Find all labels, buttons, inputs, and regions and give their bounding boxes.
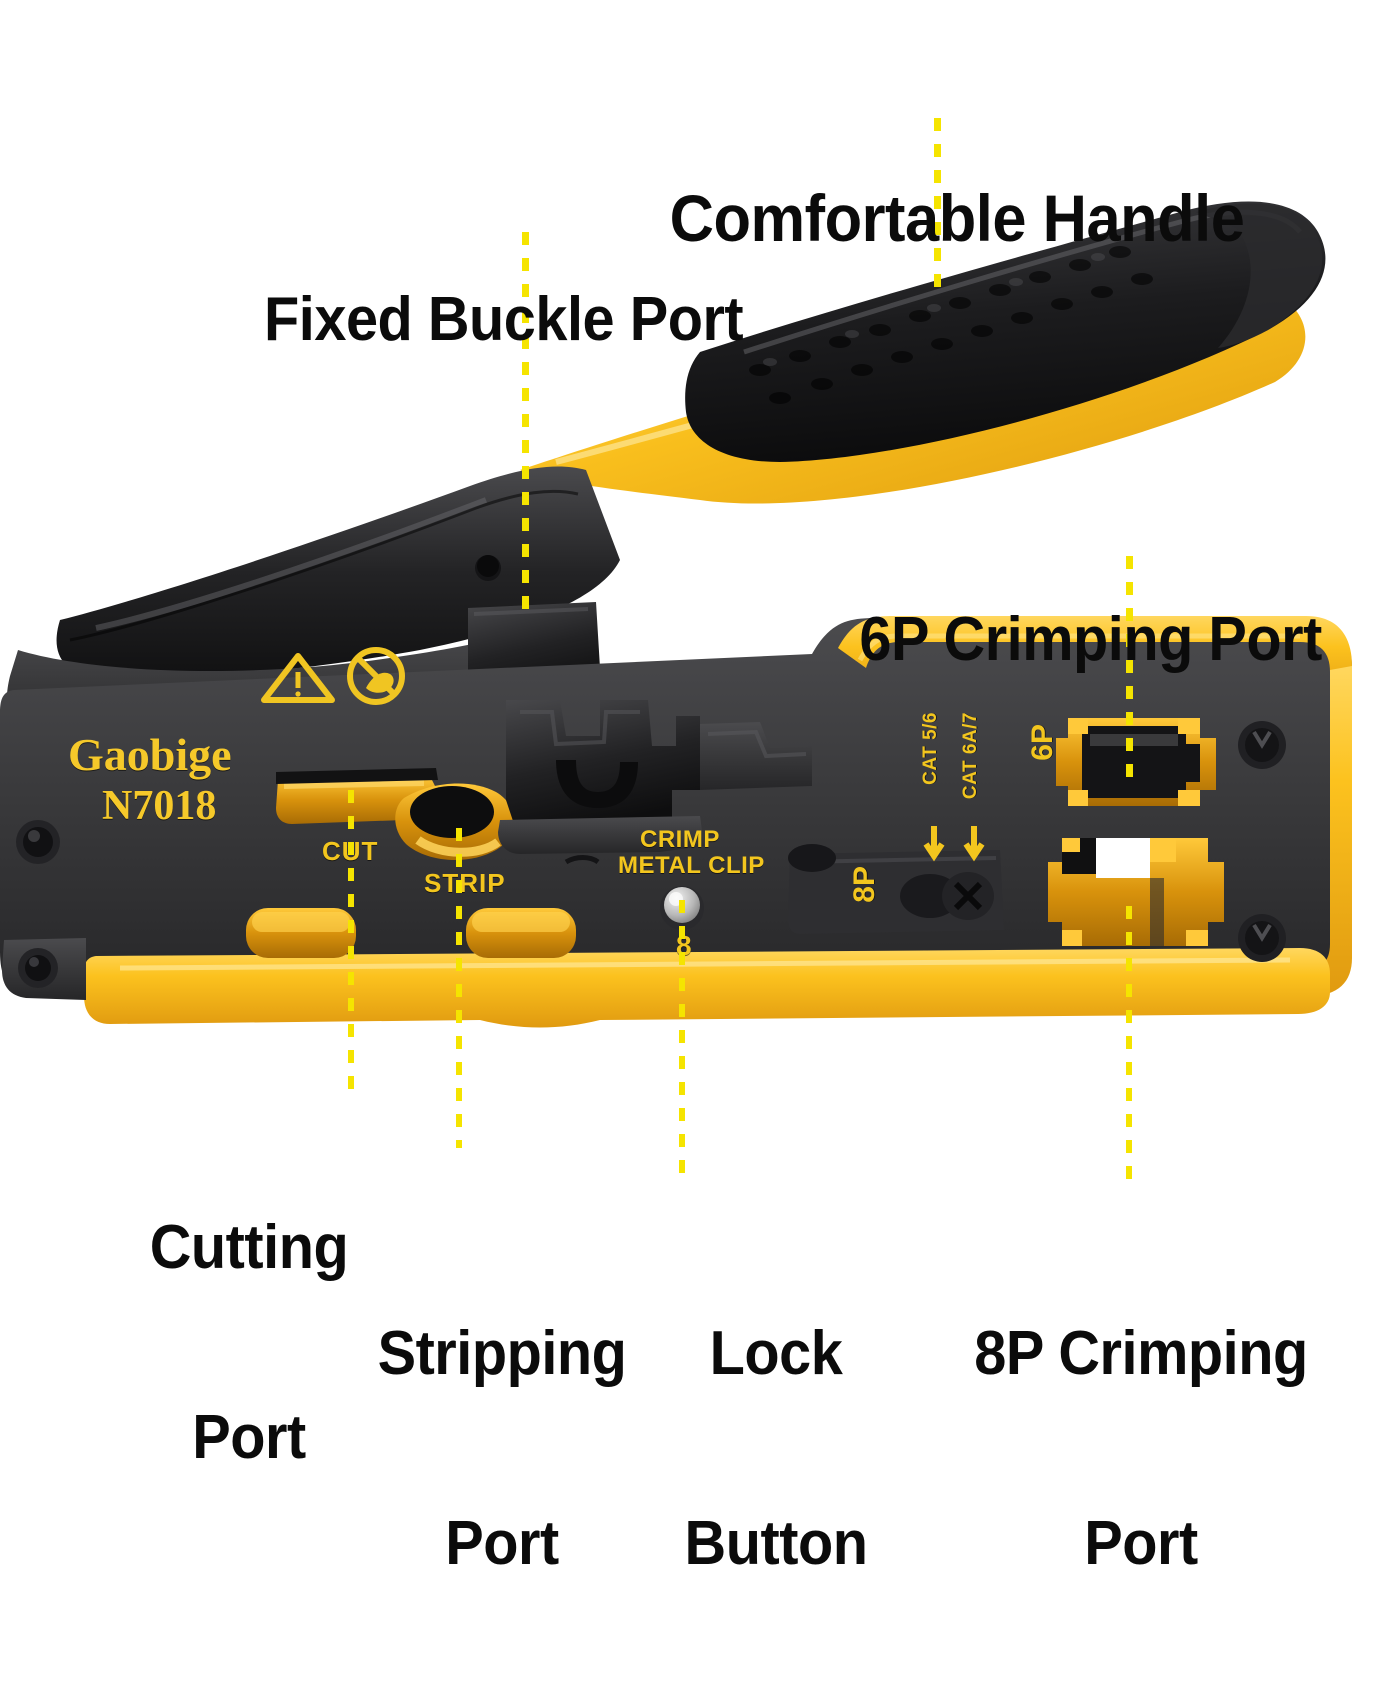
- crimp-stamp-line2: METAL CLIP: [618, 852, 765, 879]
- port-8p-stamp: 8P: [848, 866, 881, 903]
- callout-8p-crimping-port-line1: 8P Crimping: [974, 1319, 1308, 1389]
- leader-8p-crimping-port: [1126, 906, 1132, 1184]
- callout-fixed-buckle-port-line1: Fixed Buckle Port: [264, 285, 744, 355]
- leader-fixed-buckle-port: [522, 232, 529, 622]
- callout-cutting-port-line1: Cutting: [149, 1213, 349, 1283]
- callout-stripping-port-line1: Stripping: [377, 1319, 627, 1389]
- callout-stripping-port: Stripping Port: [363, 1196, 642, 1702]
- callout-stripping-port-line2: Port: [445, 1509, 559, 1579]
- diagram-canvas: Gaobige N7018 CUT STRIP CRIMP METAL CLIP…: [0, 50, 1352, 1576]
- callout-6p-crimping-port-line1: 6P Crimping Port: [859, 605, 1322, 675]
- leader-lock-button: [679, 900, 685, 1180]
- callout-comfortable-handle: Comfortable Handle: [670, 50, 1245, 387]
- callout-cutting-port-line2: Port: [192, 1403, 306, 1473]
- callout-6p-crimping-port: 6P Crimping Port: [859, 482, 1322, 798]
- callout-lock-button-line1: Lock: [709, 1319, 843, 1389]
- callout-8p-crimping-port-line2: Port: [1084, 1509, 1198, 1579]
- callout-lock-button: Lock Button: [676, 1196, 877, 1702]
- callout-comfortable-handle-line1: Comfortable Handle: [669, 180, 1245, 255]
- callout-8p-crimping-port: 8P Crimping Port: [960, 1196, 1323, 1702]
- brand-stamp: Gaobige: [68, 729, 232, 780]
- crimping-tool-illustration: [0, 201, 1352, 1028]
- leader-cutting-port: [348, 790, 354, 1090]
- model-stamp: N7018: [102, 783, 217, 829]
- callout-lock-button-line2: Button: [684, 1509, 868, 1579]
- tool-vector-art: [0, 201, 1352, 1028]
- callout-fixed-buckle-port: Fixed Buckle Port: [264, 162, 744, 478]
- crimp-stamp-line1: CRIMP: [640, 826, 720, 853]
- leader-comfortable-handle: [934, 118, 941, 300]
- callout-cutting-port: Cutting Port: [133, 1090, 366, 1596]
- leader-6p-crimping-port: [1126, 556, 1133, 780]
- strip-stamp: STRIP: [424, 868, 506, 898]
- leader-stripping-port: [456, 828, 462, 1148]
